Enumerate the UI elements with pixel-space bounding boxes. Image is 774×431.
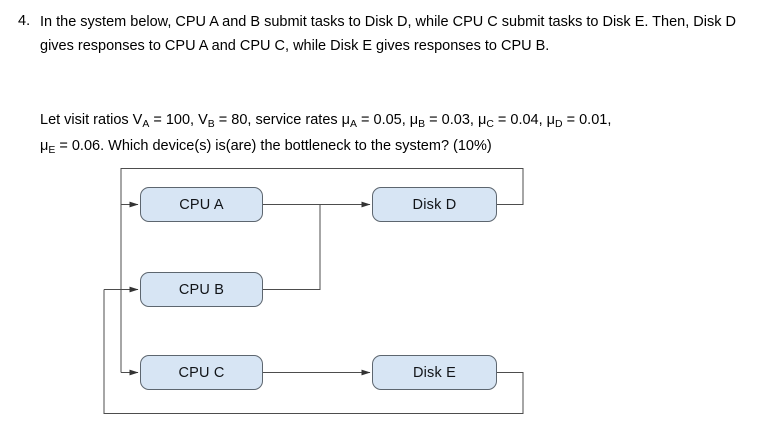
service-rate-d-value: = 0.01, xyxy=(562,112,612,128)
node-disk-e-label: Disk E xyxy=(412,364,457,381)
visit-ratio-a-value: = 100, V xyxy=(149,112,208,128)
node-disk-d[interactable]: Disk D xyxy=(372,187,497,222)
subscript-vb: B xyxy=(207,118,215,130)
visit-ratio-b-value: = 80, service rates μ xyxy=(214,112,351,128)
subscript-va: A xyxy=(142,118,150,130)
service-rate-a-value: = 0.05, μ xyxy=(357,112,419,128)
node-disk-d-label: Disk D xyxy=(412,196,457,213)
question-number: 4. xyxy=(18,13,31,29)
bottleneck-question-text: = 0.06. Which device(s) is(are) the bott… xyxy=(55,138,492,154)
service-rate-b-value: = 0.03, μ xyxy=(425,112,487,128)
question-paragraph-1: In the system below, CPU A and B submit … xyxy=(40,14,736,54)
service-rate-e-symbol: μ xyxy=(40,138,49,154)
system-block-diagram: CPU A CPU B CPU C Disk D Disk E xyxy=(0,160,774,431)
node-cpu-b-label: CPU B xyxy=(178,281,225,298)
parameters-line-1: Let visit ratios VA = 100, VB = 80, serv… xyxy=(40,108,770,134)
node-cpu-c-label: CPU C xyxy=(178,364,225,381)
node-cpu-a[interactable]: CPU A xyxy=(140,187,263,222)
parameters-line-2: μE = 0.06. Which device(s) is(are) the b… xyxy=(40,134,770,160)
subscript-muc: C xyxy=(486,118,494,130)
subscript-mue: E xyxy=(48,144,56,156)
edge-disk-e-response-trunk xyxy=(103,289,524,415)
edge-cpu-b-to-disk-d xyxy=(263,204,321,291)
edge-disk-d-response-trunk xyxy=(120,167,524,373)
question-paragraph-2: Let visit ratios VA = 100, VB = 80, serv… xyxy=(40,108,770,160)
visit-ratio-a-text: Let visit ratios V xyxy=(40,112,143,128)
node-cpu-b[interactable]: CPU B xyxy=(140,272,263,307)
diagram-edges-layer xyxy=(103,167,524,415)
subscript-mub: B xyxy=(418,118,426,130)
subscript-mud: D xyxy=(555,118,563,130)
node-disk-e[interactable]: Disk E xyxy=(372,355,497,390)
subscript-mua: A xyxy=(350,118,357,130)
node-cpu-a-label: CPU A xyxy=(179,196,224,213)
node-cpu-c[interactable]: CPU C xyxy=(140,355,263,390)
service-rate-c-value: = 0.04, μ xyxy=(493,112,556,128)
